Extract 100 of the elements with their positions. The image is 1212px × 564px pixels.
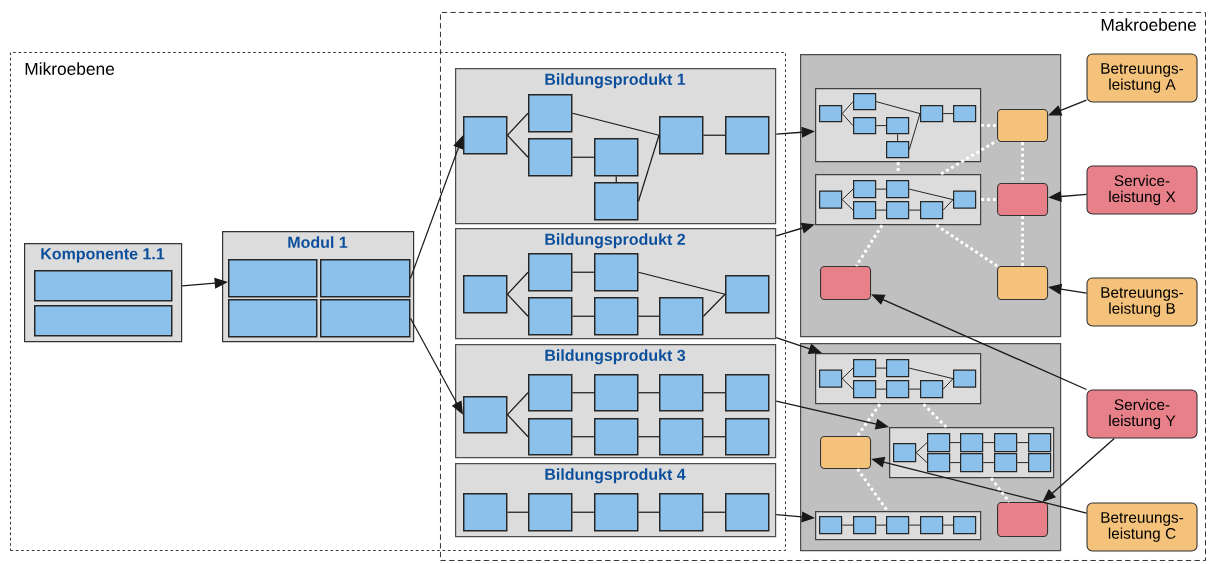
dotted-line xyxy=(856,403,882,437)
dotted-line xyxy=(896,162,900,174)
service-box xyxy=(820,436,872,470)
element-box xyxy=(528,297,573,336)
connector-line xyxy=(915,442,928,454)
element-box xyxy=(594,493,639,532)
element-box xyxy=(528,374,573,412)
connector-line xyxy=(841,113,854,127)
connector-line xyxy=(702,293,726,317)
connector-line xyxy=(982,442,995,444)
service-box xyxy=(997,502,1049,538)
element-box xyxy=(953,516,977,535)
connector-line xyxy=(949,462,961,464)
connector-line xyxy=(942,378,954,390)
element-box xyxy=(953,369,977,388)
connector-line xyxy=(571,511,595,513)
connector-line xyxy=(1016,462,1029,464)
element-box xyxy=(463,396,508,434)
connector-line xyxy=(506,112,529,136)
element-box xyxy=(886,380,910,399)
element-box xyxy=(528,493,573,532)
connector-line xyxy=(897,133,899,142)
element-box xyxy=(528,418,573,456)
connector-line xyxy=(506,271,529,295)
element-box xyxy=(886,516,910,535)
element-box xyxy=(960,433,984,453)
service-box xyxy=(820,266,872,301)
service-box xyxy=(997,183,1049,217)
connector-line xyxy=(942,113,954,115)
service-box xyxy=(997,266,1049,301)
element-box xyxy=(927,433,951,453)
element-box xyxy=(886,359,910,378)
element-box xyxy=(853,359,877,378)
element-box xyxy=(953,105,977,123)
connector-line xyxy=(571,392,595,394)
element-box xyxy=(927,453,951,473)
connector-line xyxy=(702,511,726,513)
element-box xyxy=(463,493,508,532)
connector-line xyxy=(506,134,529,158)
connector-line xyxy=(637,511,660,513)
element-box xyxy=(853,93,877,111)
connector-line xyxy=(875,125,887,127)
service-label-box: Betreuungs- leistung C xyxy=(1086,502,1198,552)
element-box xyxy=(920,516,944,535)
element-box xyxy=(853,180,877,199)
service-box xyxy=(997,109,1049,143)
element-box xyxy=(920,201,944,220)
connector-line xyxy=(949,442,961,444)
connector-line xyxy=(875,524,887,526)
connector-line xyxy=(908,113,921,151)
connector-line xyxy=(702,436,726,438)
connector-line xyxy=(942,524,954,526)
connector-line xyxy=(702,392,726,394)
connector-line xyxy=(915,452,928,464)
connector-line xyxy=(908,524,921,526)
connector-line xyxy=(875,101,921,115)
element-box xyxy=(594,297,639,336)
connector-line xyxy=(571,112,660,136)
element-box xyxy=(594,138,639,177)
connector-line xyxy=(942,199,954,211)
connector-line xyxy=(908,188,954,201)
element-box xyxy=(594,253,639,292)
connector-line xyxy=(637,392,660,394)
element-box xyxy=(528,253,573,292)
element-box xyxy=(34,270,173,302)
connector-line xyxy=(875,209,887,211)
element-box xyxy=(819,369,843,388)
connector-line xyxy=(875,188,887,190)
connector-line xyxy=(841,524,854,526)
connector-line xyxy=(506,511,529,513)
service-label-box: Betreuungs- leistung B xyxy=(1086,277,1198,327)
element-box xyxy=(594,374,639,412)
dotted-line xyxy=(922,403,948,429)
connector-line xyxy=(571,156,595,158)
connector-line xyxy=(841,378,854,390)
connector-line xyxy=(1016,442,1029,444)
element-box xyxy=(463,275,508,314)
connector-line xyxy=(637,271,726,295)
dotted-line xyxy=(981,198,997,202)
element-box xyxy=(228,299,318,338)
element-box xyxy=(853,380,877,399)
element-box xyxy=(819,516,843,535)
connector-line xyxy=(875,388,887,390)
connector-line xyxy=(637,436,660,438)
element-box xyxy=(528,138,573,177)
dotted-line xyxy=(935,224,998,268)
connector-line xyxy=(841,188,854,201)
element-box xyxy=(34,305,173,337)
element-box xyxy=(1028,433,1052,453)
connector-line xyxy=(571,271,595,273)
element-box xyxy=(893,443,917,463)
element-box xyxy=(953,190,977,209)
element-box xyxy=(819,105,843,123)
element-box xyxy=(994,453,1018,473)
connector-line xyxy=(841,199,854,211)
connector-line xyxy=(841,101,854,115)
element-box xyxy=(886,141,910,159)
dotted-line xyxy=(855,224,884,267)
connector-line xyxy=(982,462,995,464)
element-box xyxy=(725,493,770,532)
